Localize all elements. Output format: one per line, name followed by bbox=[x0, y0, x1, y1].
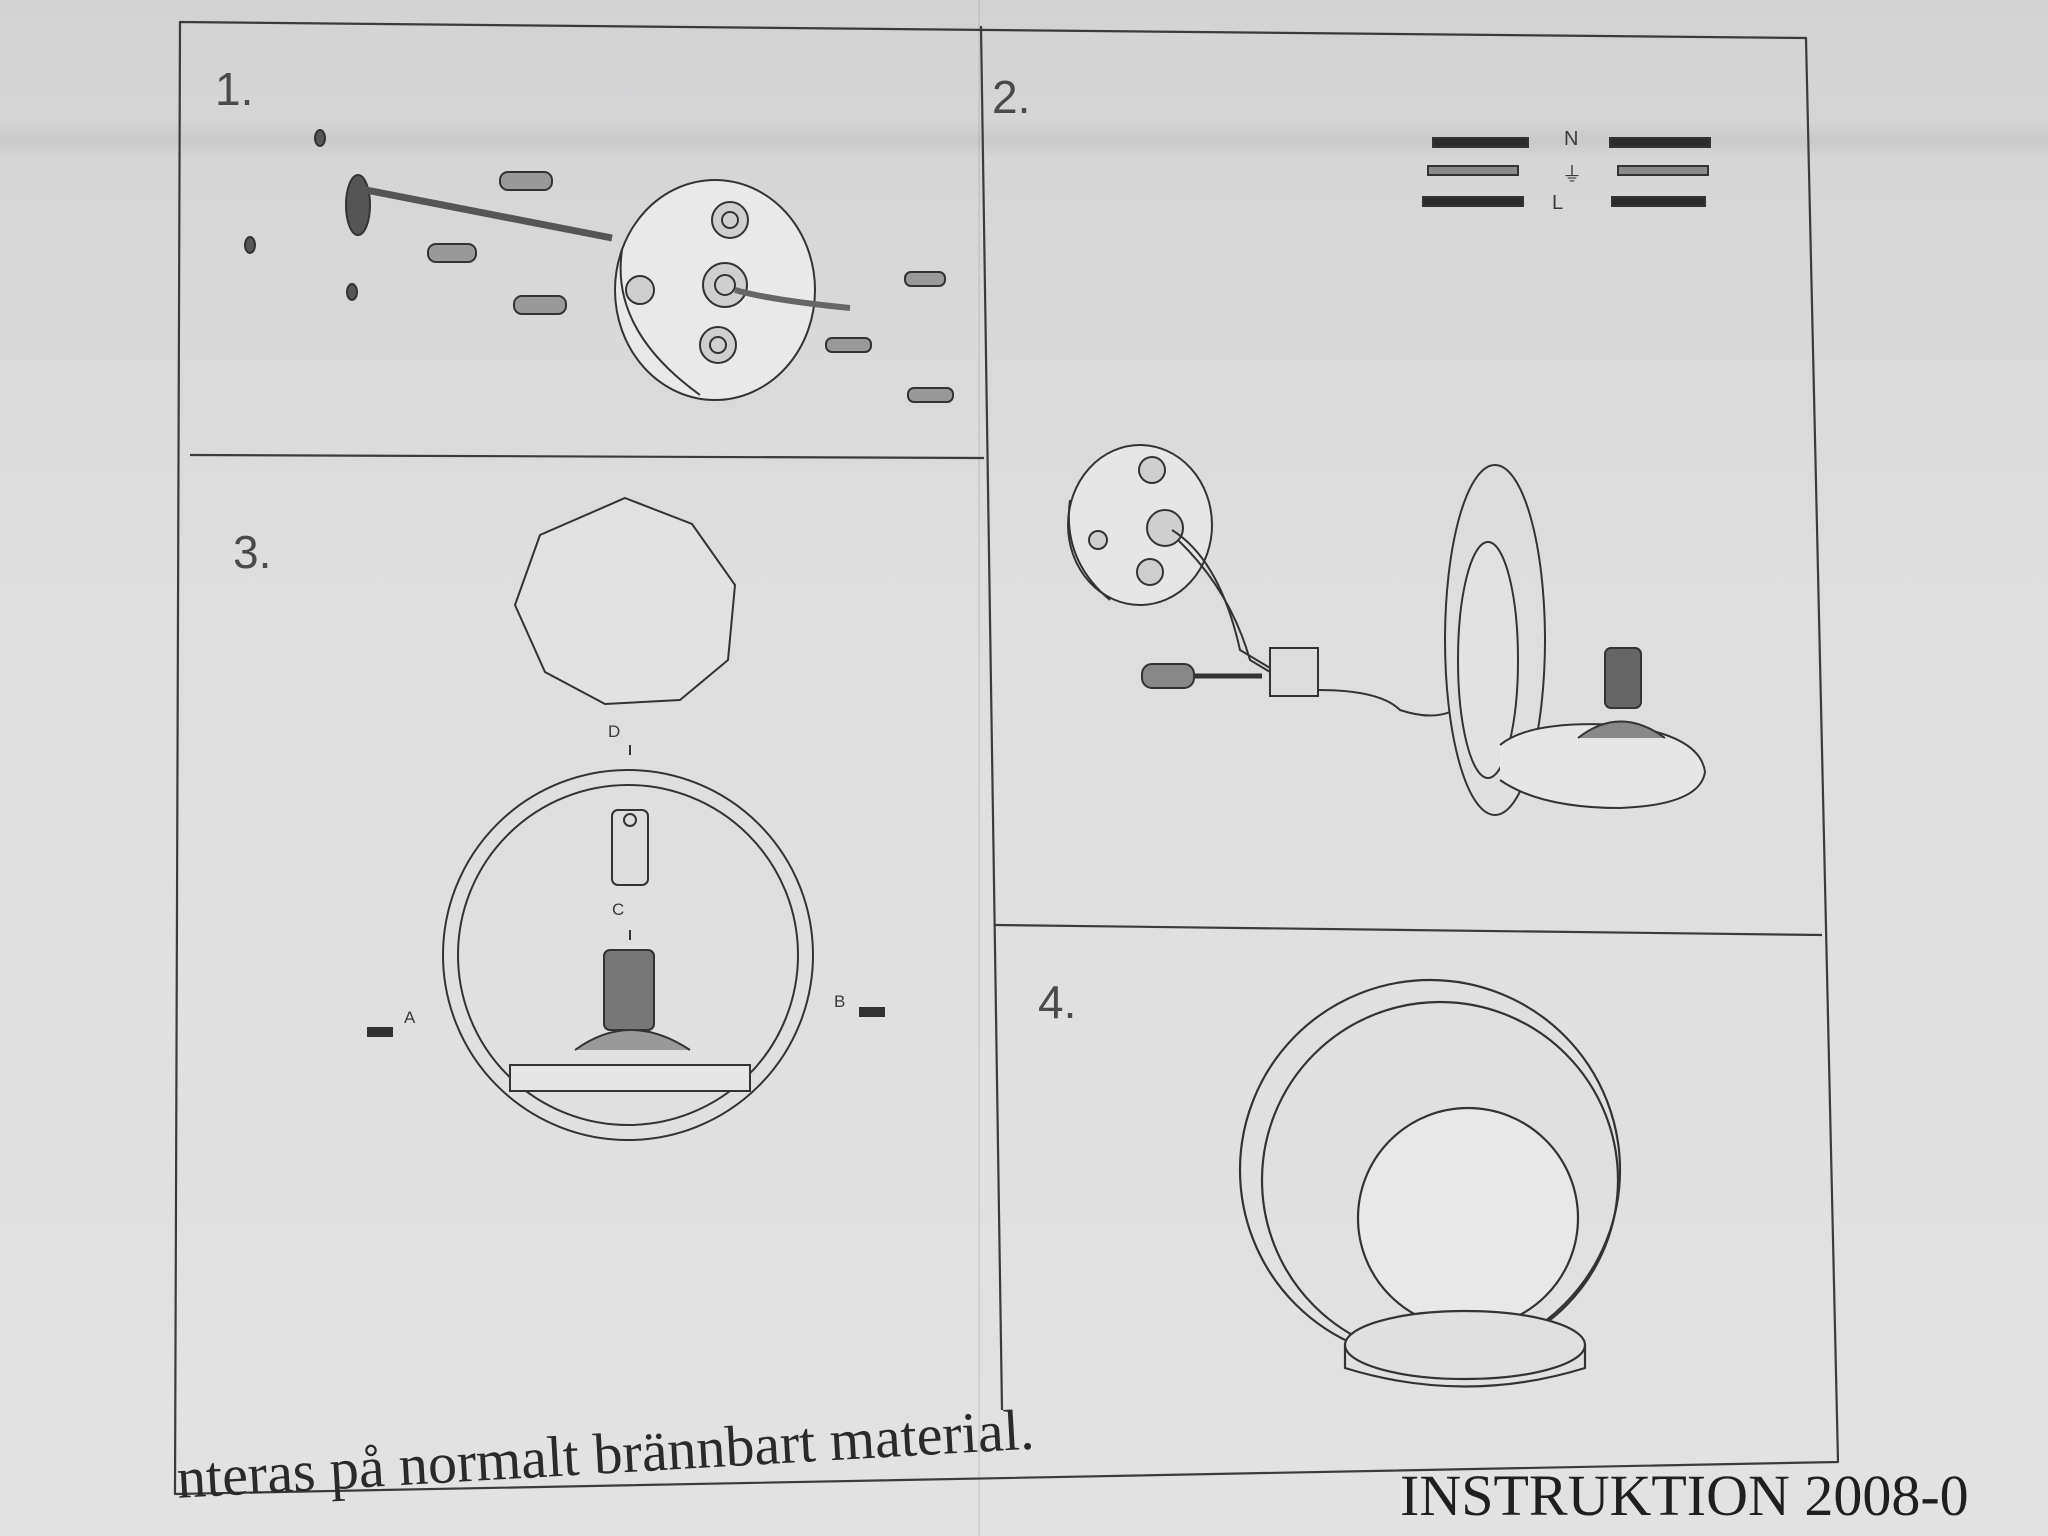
wire-label-live: L bbox=[1552, 192, 1564, 214]
panel4-assembled-diagram bbox=[1238, 978, 1622, 1388]
step-number-3: 3. bbox=[233, 526, 272, 578]
earth-icon: ⏚ bbox=[1562, 164, 1582, 186]
part-letter-a: A bbox=[404, 1008, 416, 1027]
grid-divider-left bbox=[189, 453, 985, 460]
part-letter-c: C bbox=[612, 900, 625, 919]
grid-frame bbox=[173, 20, 1840, 1496]
grid-divider-right bbox=[993, 923, 1823, 937]
grid-divider-vertical bbox=[979, 25, 1004, 1411]
step-number-2: 2. bbox=[992, 71, 1031, 123]
footer-document-code: INSTRUKTION 2008-0 bbox=[1400, 1463, 1969, 1528]
panel1-mounting-diagram bbox=[244, 129, 954, 403]
step-number-4: 4. bbox=[1038, 976, 1077, 1028]
paper-fold-vertical bbox=[978, 0, 981, 1536]
panel3-exploded-diagram bbox=[367, 496, 885, 1141]
part-letter-b: B bbox=[834, 992, 846, 1011]
panel2-wiring-diagram bbox=[1067, 137, 1711, 816]
step-number-1: 1. bbox=[215, 63, 254, 115]
wire-label-neutral: N bbox=[1564, 128, 1579, 150]
part-letter-d: D bbox=[608, 722, 621, 741]
